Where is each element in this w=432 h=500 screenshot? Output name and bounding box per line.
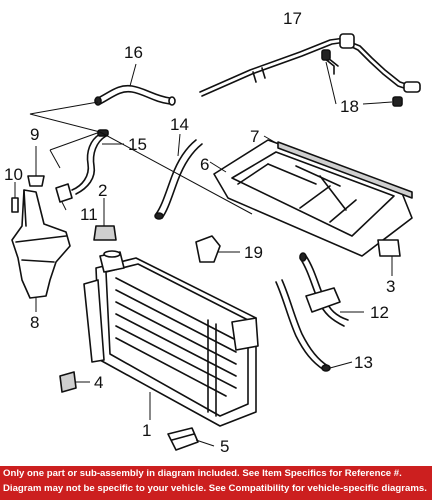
reference-lines <box>29 101 253 215</box>
part-2-cap <box>93 198 117 241</box>
callout-9: 9 <box>30 125 39 144</box>
part-10-fitting <box>11 182 19 213</box>
callout-labels: 1 2 3 4 5 6 7 8 9 10 11 12 13 14 15 16 1… <box>4 9 395 456</box>
callout-16: 16 <box>124 43 143 62</box>
part-16-upper-hose <box>94 63 176 106</box>
part-17-hose-assembly <box>199 33 421 97</box>
callout-8: 8 <box>30 313 39 332</box>
callout-6: 6 <box>200 155 209 174</box>
part-9-cap <box>27 146 45 187</box>
callout-10: 10 <box>4 165 23 184</box>
callout-18: 18 <box>340 97 359 116</box>
callout-15: 15 <box>128 135 147 154</box>
callout-4: 4 <box>94 373 103 392</box>
part-3-bracket <box>377 239 401 276</box>
part-19-clamp <box>195 235 240 263</box>
callout-1: 1 <box>142 421 151 440</box>
part-4-drain-plug <box>59 371 90 393</box>
callout-13: 13 <box>354 353 373 372</box>
disclaimer-line-2: Diagram may not be specific to your vehi… <box>3 483 427 494</box>
callout-19: 19 <box>244 243 263 262</box>
part-8-reservoir <box>11 189 71 312</box>
disclaimer-banner: Only one part or sub-assembly in diagram… <box>0 466 432 500</box>
part-18-fitting <box>321 49 403 107</box>
part-11-fitting <box>55 183 73 211</box>
callout-3: 3 <box>386 277 395 296</box>
part-13-lower-hose <box>275 279 353 372</box>
part-14-hose <box>154 133 203 220</box>
callout-17: 17 <box>283 9 302 28</box>
callout-12: 12 <box>370 303 389 322</box>
callout-5: 5 <box>220 437 229 456</box>
callout-14: 14 <box>170 115 189 134</box>
parts-diagram: 1 2 3 4 5 6 7 8 9 10 11 12 13 14 15 16 1… <box>4 9 421 456</box>
part-1-radiator <box>83 250 259 427</box>
part-5-mount <box>167 427 215 451</box>
part-12-hose <box>299 252 364 327</box>
callout-11: 11 <box>80 205 98 224</box>
part-7-seal-strip <box>263 135 413 199</box>
callout-7: 7 <box>250 127 259 146</box>
disclaimer-line-1: Only one part or sub-assembly in diagram… <box>3 468 402 479</box>
part-6-shroud-panel <box>209 139 413 257</box>
callout-2: 2 <box>98 181 107 200</box>
